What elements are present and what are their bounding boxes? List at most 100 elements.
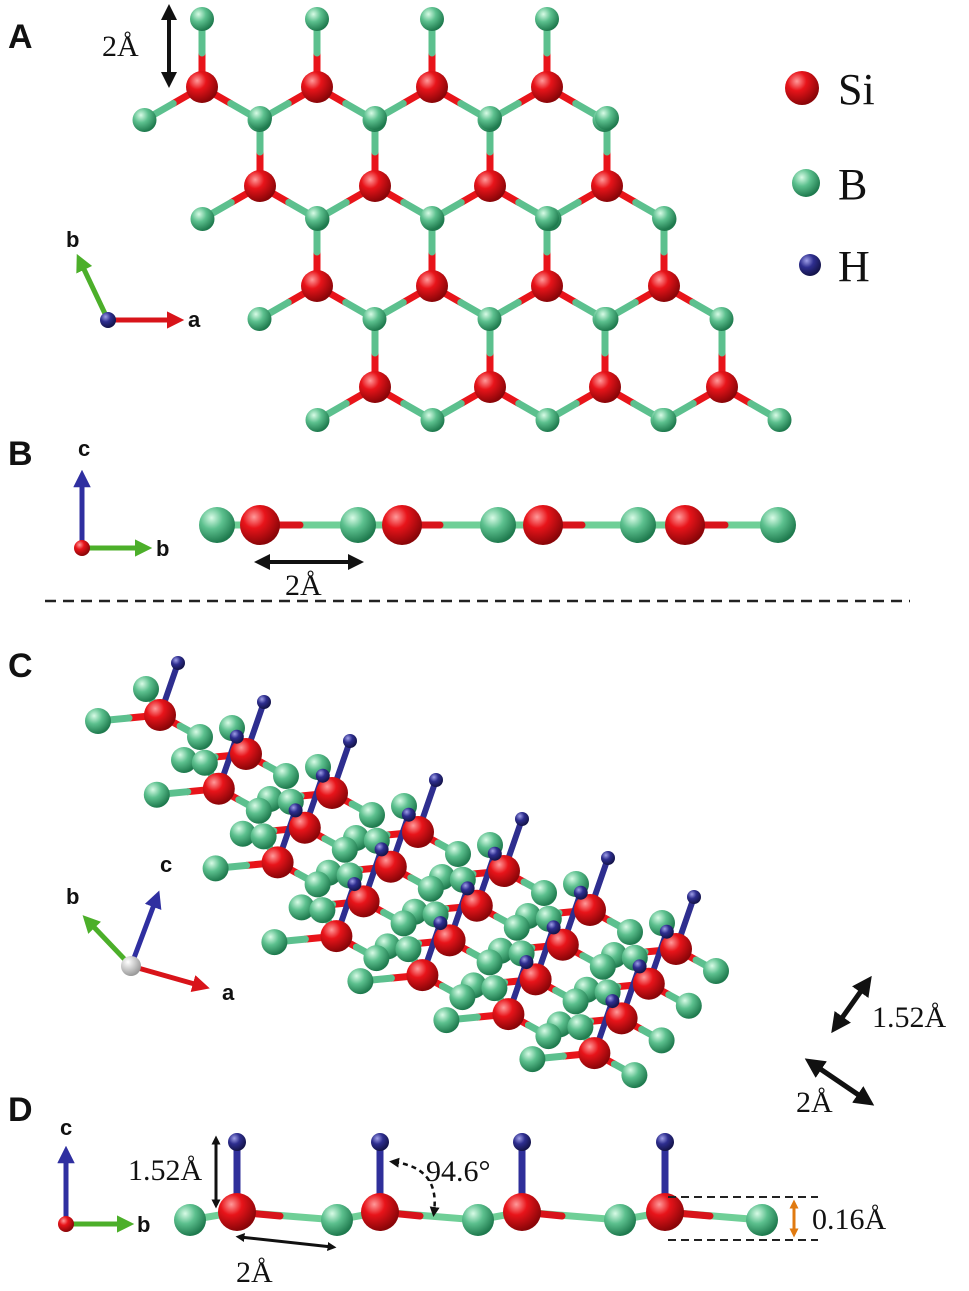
si-atom: [186, 71, 218, 103]
b-atom: [305, 408, 330, 432]
legend-b-swatch: [792, 169, 820, 197]
si-atom: [648, 270, 680, 302]
si-atom: [288, 811, 321, 844]
b-atom: [321, 1204, 353, 1236]
b-atom: [746, 1204, 778, 1236]
chain-d: [174, 1133, 778, 1236]
b-atom: [248, 106, 272, 130]
axis-triad-a: a b: [66, 227, 201, 332]
si-atom: [218, 1193, 256, 1231]
h-atom: [343, 734, 357, 748]
h-atom: [519, 955, 534, 970]
b-atom: [363, 945, 390, 972]
si-atom: [240, 505, 280, 545]
h-atom: [605, 994, 620, 1009]
height-label: 2Å: [102, 30, 139, 63]
b-atom: [449, 984, 476, 1011]
h-atom: [229, 729, 244, 744]
b-atom: [594, 307, 619, 331]
axis-c-arrow: [128, 890, 162, 967]
b-atom: [481, 975, 508, 1002]
si-atom: [474, 170, 506, 202]
b-atom: [595, 106, 619, 130]
h-atom: [601, 851, 615, 865]
si-atom: [460, 889, 493, 922]
b-atom: [390, 910, 417, 937]
axis-b-label: b: [156, 536, 169, 561]
b-atom: [143, 781, 170, 808]
si-atom: [416, 71, 448, 103]
si-atom: [474, 371, 506, 403]
b-atom: [620, 507, 656, 543]
b-atom: [174, 1204, 206, 1236]
legend: Si B H: [785, 65, 875, 291]
h-atom: [460, 881, 475, 896]
b-atom: [519, 1046, 546, 1073]
axis-origin: [100, 312, 116, 328]
b-atom: [709, 307, 734, 331]
legend-h-label: H: [838, 242, 870, 291]
si-atom: [646, 1193, 684, 1231]
b-atom: [562, 988, 589, 1015]
b-atom: [535, 7, 559, 31]
b-atom: [621, 1062, 648, 1089]
h-atom: [347, 877, 362, 892]
b-atom: [347, 968, 374, 995]
b-atom: [187, 724, 213, 750]
b-atom: [132, 108, 157, 132]
si-atom: [244, 170, 276, 202]
axis-c-label: c: [160, 852, 172, 877]
b-atom: [648, 1027, 675, 1054]
legend-si-swatch: [785, 71, 819, 105]
si-atom: [416, 270, 448, 302]
si-atom: [359, 170, 391, 202]
panel-label-c: C: [8, 647, 33, 685]
angle-label: 94.6°: [426, 1155, 491, 1188]
axis-a-arrow: [130, 963, 210, 992]
b-atom: [478, 106, 502, 130]
si-atom: [144, 699, 176, 731]
legend-si-label: Si: [838, 65, 875, 114]
b-atom: [229, 820, 256, 847]
axis-b-arrow: [76, 253, 111, 322]
axis-b-label: b: [66, 227, 79, 252]
axis-a-label: a: [222, 980, 235, 1005]
b-atom: [503, 914, 530, 941]
h-atom: [546, 920, 561, 935]
b-atom: [675, 992, 702, 1019]
lattice-c-atoms: [85, 656, 729, 1089]
si-atom: [660, 933, 692, 965]
axis-triad-c: c b a: [66, 852, 235, 1005]
b-atom: [191, 749, 218, 776]
h-atom: [513, 1133, 531, 1151]
b-atom: [445, 841, 471, 867]
b-atom: [305, 206, 329, 230]
b-atom: [331, 836, 358, 863]
si-atom: [406, 959, 439, 992]
b-atom: [589, 953, 616, 980]
b-atom: [480, 507, 516, 543]
si-atom: [589, 371, 621, 403]
h-atom: [573, 885, 588, 900]
b-atom: [199, 507, 235, 543]
si-atom: [359, 371, 391, 403]
axis-triad-b: c b: [73, 436, 169, 561]
b-atom: [462, 1204, 494, 1236]
axis-origin: [74, 540, 90, 556]
si-atom: [531, 71, 563, 103]
axis-c-label: c: [60, 1115, 72, 1140]
h-atom: [429, 773, 443, 787]
si-atom: [503, 1193, 541, 1231]
h-atom: [487, 846, 502, 861]
si-atom: [361, 1193, 399, 1231]
h-atom: [433, 916, 448, 931]
h-atom: [515, 812, 529, 826]
b-atom: [652, 408, 677, 432]
b-atom: [171, 747, 197, 773]
b-atom: [359, 802, 385, 828]
b-atom: [304, 871, 331, 898]
b-atom: [535, 1023, 562, 1050]
panel-d: D c b: [8, 1091, 887, 1289]
si-atom: [301, 71, 333, 103]
